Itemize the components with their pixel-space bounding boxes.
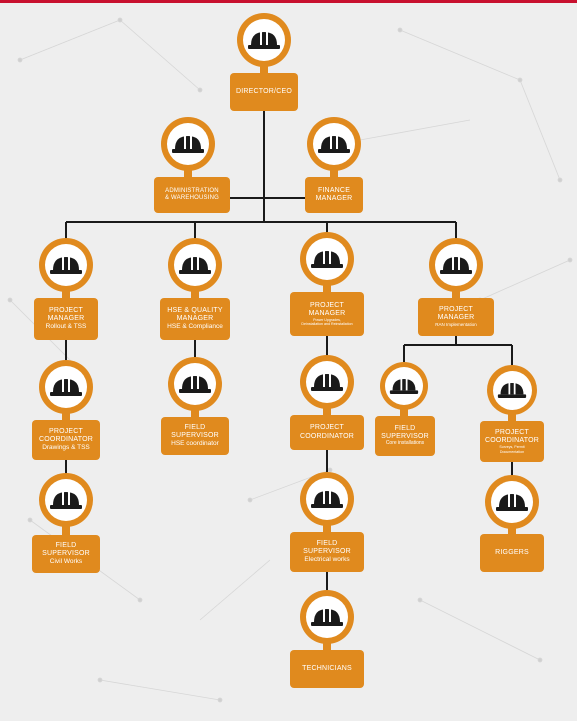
pm-power-sub1: Power Upgrades,	[313, 317, 341, 322]
pm-power-circle	[300, 232, 354, 286]
fs-civil-line1: FIELD	[55, 542, 77, 550]
admin-circle	[161, 117, 215, 171]
riggers-circle	[485, 475, 539, 529]
fs-hse-circle	[168, 357, 222, 411]
fs-core-circle	[380, 362, 428, 410]
pm-rollout-line1: PROJECT	[48, 307, 84, 315]
pm-power-box: PROJECT MANAGER Power Upgrades, Deinstal…	[290, 292, 364, 336]
pc-surveys-line2: COORDINATOR	[484, 437, 540, 445]
fs-hse-box: FIELD SUPERVISOR HSE coordinator	[161, 417, 229, 455]
pc-center-line2: COORDINATOR	[299, 432, 355, 440]
riggers-box: RIGGERS	[480, 534, 544, 572]
pc-drawings-box: PROJECT COORDINATOR Drawings & TSS	[32, 420, 100, 460]
hard-hat-icon	[248, 32, 280, 49]
pm-rollout-line2: MANAGER	[47, 315, 85, 323]
fs-core-sub: Core installations	[385, 440, 425, 447]
hard-hat-icon	[311, 609, 343, 626]
finance-line1: FINANCE	[317, 186, 351, 194]
hard-hat-icon	[50, 257, 82, 274]
pm-power-line2: MANAGER	[308, 309, 346, 317]
fs-civil-box: FIELD SUPERVISOR Civil Works	[32, 535, 100, 573]
fs-electrical-circle	[300, 472, 354, 526]
hard-hat-icon	[50, 492, 82, 509]
pm-ran-line2: MANAGER	[437, 314, 475, 322]
hard-hat-icon	[172, 136, 204, 153]
pc-drawings-line2: COORDINATOR	[38, 436, 94, 444]
pm-ran-box: PROJECT MANAGER RAN Implementation	[418, 298, 494, 336]
fs-core-line1: FIELD	[394, 425, 416, 433]
fs-electrical-line1: FIELD	[316, 540, 338, 548]
pm-ran-sub: RAN Implementation	[435, 322, 477, 328]
hard-hat-icon	[311, 251, 343, 268]
top-accent-bar	[0, 0, 577, 3]
hse-manager-line1: HSE & QUALITY	[167, 307, 223, 315]
director-box: DIRECTOR/CEO	[230, 73, 298, 111]
hard-hat-icon	[497, 382, 527, 398]
hard-hat-icon	[389, 378, 419, 394]
pm-ran-circle	[429, 238, 483, 292]
fs-civil-line2: SUPERVISOR	[42, 550, 90, 558]
pc-surveys-sub2: Documentation	[499, 449, 525, 454]
fs-hse-sub: HSE coordinator	[171, 440, 219, 448]
pc-surveys-sub1: Surveys, Permit	[499, 445, 525, 450]
pm-power-sub2: Deinstallation and Reinstallation	[301, 322, 353, 327]
pm-rollout-circle	[39, 238, 93, 292]
pc-surveys-box: PROJECT COORDINATOR Surveys, Permit Docu…	[480, 421, 544, 462]
hard-hat-icon	[179, 257, 211, 274]
hse-manager-circle	[168, 238, 222, 292]
admin-box: ADMINISTRATION & WAREHOUSING	[154, 177, 230, 213]
hse-manager-line2: MANAGER	[176, 315, 214, 323]
finance-circle	[307, 117, 361, 171]
hard-hat-icon	[179, 376, 211, 393]
fs-civil-sub: Civil Works	[49, 558, 83, 566]
pc-drawings-sub: Drawings & TSS	[42, 444, 90, 452]
hard-hat-icon	[50, 379, 82, 396]
pm-power-line1: PROJECT	[309, 301, 345, 309]
riggers-title: RIGGERS	[495, 548, 529, 556]
director-circle	[237, 13, 291, 67]
hard-hat-icon	[311, 491, 343, 508]
fs-core-box: FIELD SUPERVISOR Core installations	[375, 416, 435, 456]
fs-civil-circle	[39, 473, 93, 527]
pc-surveys-line1: PROJECT	[494, 429, 530, 437]
hard-hat-icon	[311, 374, 343, 391]
hse-manager-sub: HSE & Compliance	[167, 323, 223, 331]
fs-core-line2: SUPERVISOR	[381, 433, 429, 441]
hard-hat-icon	[440, 257, 472, 274]
pc-drawings-line1: PROJECT	[48, 428, 84, 436]
fs-hse-line2: SUPERVISOR	[171, 432, 219, 440]
technicians-box: TECHNICIANS	[290, 650, 364, 688]
finance-line2: MANAGER	[315, 195, 353, 202]
pc-drawings-circle	[39, 360, 93, 414]
hard-hat-icon	[496, 494, 528, 511]
pc-center-line1: PROJECT	[309, 424, 345, 432]
hard-hat-icon	[318, 136, 350, 153]
fs-electrical-sub: Electrical works	[304, 556, 350, 564]
pm-rollout-box: PROJECT MANAGER Rollout & TSS	[34, 298, 98, 340]
fs-hse-line1: FIELD	[184, 424, 206, 432]
admin-line1: ADMINISTRATION	[165, 188, 219, 195]
technicians-circle	[300, 590, 354, 644]
director-title: DIRECTOR/CEO	[236, 87, 292, 95]
technicians-title: TECHNICIANS	[302, 664, 352, 672]
pc-center-circle	[300, 355, 354, 409]
pm-rollout-sub: Rollout & TSS	[45, 323, 87, 331]
hse-manager-box: HSE & QUALITY MANAGER HSE & Compliance	[160, 298, 230, 340]
pc-center-box: PROJECT COORDINATOR	[290, 415, 364, 450]
finance-box: FINANCE MANAGER	[305, 177, 363, 213]
admin-line2: & WAREHOUSING	[164, 195, 220, 201]
fs-electrical-line2: SUPERVISOR	[303, 548, 351, 556]
fs-electrical-box: FIELD SUPERVISOR Electrical works	[290, 532, 364, 572]
pm-ran-line1: PROJECT	[438, 306, 474, 314]
pc-surveys-circle	[487, 365, 537, 415]
